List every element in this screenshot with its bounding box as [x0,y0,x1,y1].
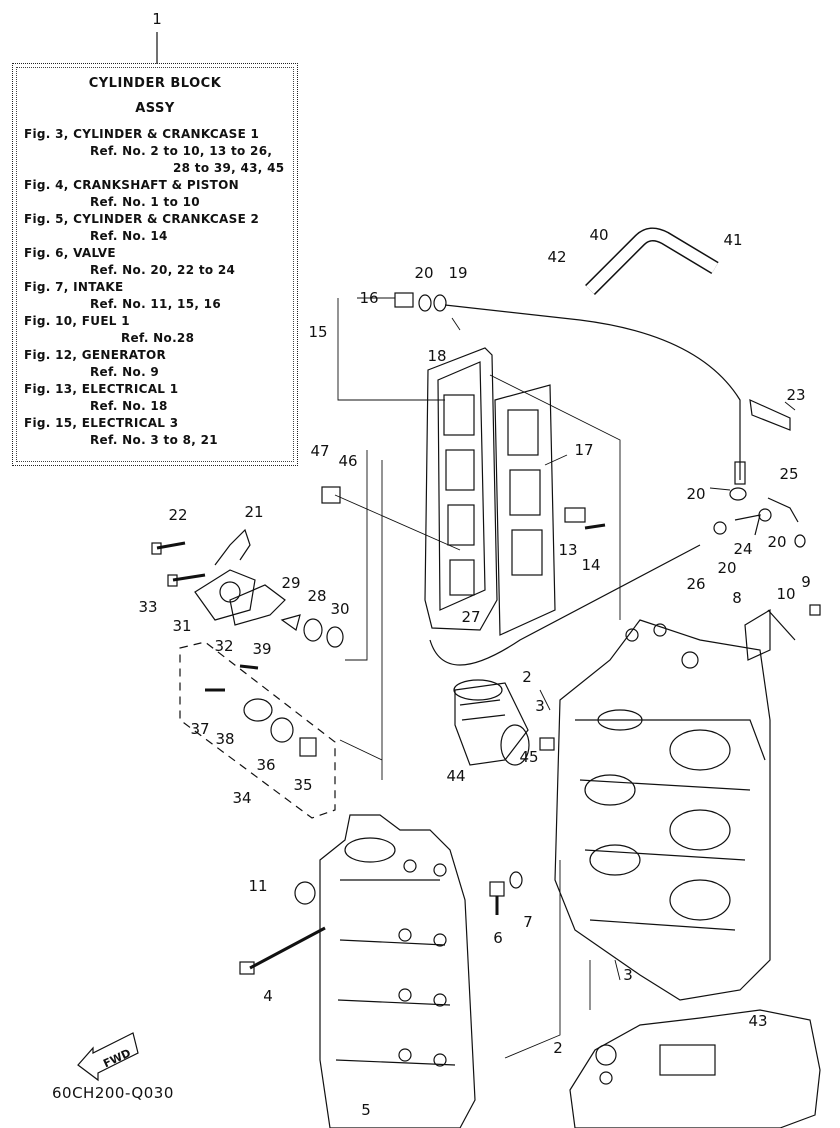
callout-20-right: 20 [686,485,706,503]
callout-3-lower: 3 [623,966,633,984]
gasket-17 [494,384,556,636]
thermostat-cover [194,528,344,648]
oil-filter [453,679,530,766]
callout-45: 45 [519,748,539,766]
hose-26 [429,544,701,666]
callout-19: 19 [448,264,468,282]
callout-20-lower: 20 [717,559,737,577]
hose-line [444,304,741,480]
callout-23: 23 [786,386,806,404]
callout-16: 16 [359,289,379,307]
callout-38: 38 [215,730,235,748]
callout-13: 13 [558,541,578,559]
callout-14: 14 [581,556,601,574]
callout-20-far-right: 20 [767,533,787,551]
legend-line: Fig. 13, ELECTRICAL 1 [24,382,179,396]
callout-4: 4 [263,987,273,1005]
callout-6: 6 [493,929,503,947]
legend-line: Fig. 10, FUEL 1 [24,314,130,328]
legend-line: Fig. 3, CYLINDER & CRANKCASE 1 [24,127,260,141]
callout-34: 34 [232,789,252,807]
callout-36: 36 [256,756,276,774]
legend-line: Ref. No. 3 to 8, 21 [90,433,218,447]
legend-subtitle: ASSY [135,101,175,116]
callout-46: 46 [338,452,358,470]
callout-24: 24 [733,540,753,558]
callout-20: 20 [414,264,434,282]
callout-9: 9 [801,573,811,591]
callout-8: 8 [732,589,742,607]
crankcase [319,814,476,1128]
callout-37: 37 [190,720,210,738]
legend-line: Ref. No. 18 [90,399,168,413]
callout-35: 35 [293,776,313,794]
callout-42: 42 [547,248,567,266]
callout-2: 2 [522,668,532,686]
legend-line: Ref. No. 2 to 10, 13 to 26, [90,144,273,158]
callout-29: 29 [281,574,301,592]
callout-2-lower: 2 [553,1039,563,1057]
legend-line: Fig. 12, GENERATOR [24,348,166,362]
callout-33: 33 [138,598,158,616]
callout-30: 30 [330,600,350,618]
callout-44: 44 [446,767,466,785]
callout-7: 7 [523,913,533,931]
fwd-label: FWD [101,1046,133,1070]
assembly-legend-box: CYLINDER BLOCK ASSY Fig. 3, CYLINDER & C… [12,63,298,466]
callout-40: 40 [589,226,609,244]
callout-43: 43 [748,1012,768,1030]
legend-line: Ref. No. 9 [90,365,160,379]
legend-line: Ref. No. 14 [90,229,168,243]
callout-47: 47 [310,442,330,460]
cylinder-block [554,619,771,1001]
pressure-valve-group [243,698,317,757]
intake-plate [424,347,498,631]
legend-line: Fig. 15, ELECTRICAL 3 [24,416,179,430]
diagram-code: 60CH200-Q030 [52,1084,174,1102]
callout-31: 31 [172,617,192,635]
legend-line: Fig. 5, CYLINDER & CRANKCASE 2 [24,212,260,226]
fwd-arrow [77,1032,139,1082]
callout-15: 15 [308,323,328,341]
callout-17: 17 [574,441,594,459]
callout-28: 28 [307,587,327,605]
callout-18: 18 [427,347,447,365]
leader-lines [334,297,796,1059]
legend-line: Fig. 7, INTAKE [24,280,124,294]
callout-11: 11 [248,877,268,895]
legend-line: Ref. No. 11, 15, 16 [90,297,221,311]
callout-3: 3 [535,697,545,715]
legend-line: 28 to 39, 43, 45 [173,161,285,175]
legend-title: CYLINDER BLOCK [88,76,222,91]
callout-1: 1 [152,10,162,28]
legend-line: Ref. No. 1 to 10 [90,195,200,209]
gasket-43 [569,1009,821,1128]
callout-26: 26 [686,575,706,593]
legend-line: Ref. No.28 [121,331,195,345]
callout-22: 22 [168,506,188,524]
callout-32: 32 [214,637,234,655]
callout-10: 10 [776,585,796,603]
callout-25: 25 [779,465,799,483]
legend-line: Fig. 4, CRANKSHAFT & PISTON [24,178,240,192]
legend-line: Ref. No. 20, 22 to 24 [90,263,236,277]
callout-21: 21 [244,503,264,521]
callout-41: 41 [723,231,743,249]
callout-27: 27 [461,608,481,626]
callout-39: 39 [252,640,272,658]
callout-5: 5 [361,1101,371,1119]
legend-line: Fig. 6, VALVE [24,246,116,260]
